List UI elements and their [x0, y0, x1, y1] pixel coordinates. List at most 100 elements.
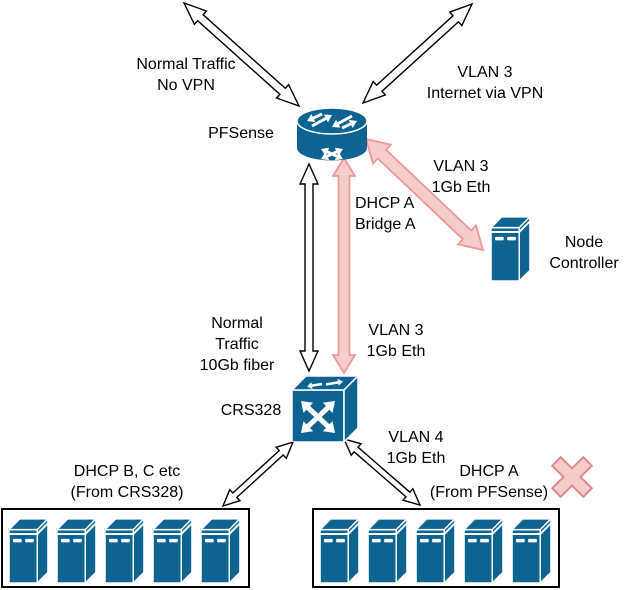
- router-arrow-glyph: [307, 112, 323, 123]
- server-front-face: [367, 528, 397, 584]
- server-side-face: [347, 517, 360, 584]
- edge-crs-servers-right: [342, 437, 422, 507]
- server-side-face: [180, 517, 193, 584]
- server-drive-slot: [384, 538, 393, 543]
- label-vlan3-switch: VLAN 3 1Gb Eth: [336, 320, 456, 362]
- server-icon: [415, 517, 456, 584]
- server-side-face: [395, 517, 408, 584]
- server-side-face: [84, 517, 97, 584]
- server-icon: [8, 517, 49, 584]
- label-line: CRS328: [220, 402, 282, 419]
- server-lid-line: [491, 220, 531, 233]
- server-side-face: [491, 517, 504, 584]
- edge-pfsense-crs-vlan3: [331, 156, 357, 375]
- server-drive-slot: [419, 538, 429, 543]
- label-line: Internet via VPN: [426, 85, 544, 102]
- server-front-face: [8, 528, 38, 584]
- server-drive-slot: [323, 538, 333, 543]
- switch-top-arrow-glyph: [307, 382, 323, 390]
- server-side-face: [132, 517, 145, 584]
- server-side-face: [443, 517, 456, 584]
- blocked-x-mark: [550, 455, 594, 499]
- edge-wan-no-vpn: [182, 1, 301, 108]
- label-normal-traffic-fiber: Normal Traffic 10Gb fiber: [157, 313, 317, 376]
- label-dhcp-bc: DHCP B, C etc (From CRS328): [17, 461, 237, 503]
- server-drive-slot: [25, 538, 34, 543]
- label-line: 10Gb fiber: [199, 357, 275, 374]
- server-side-face: [518, 215, 531, 283]
- router-x-arrow-glyph: [321, 147, 343, 161]
- server-lid-line: [512, 522, 552, 535]
- label-line: Normal Traffic: [136, 56, 236, 73]
- label-vlan3-node: VLAN 3 1Gb Eth: [401, 156, 521, 198]
- server-icon: [463, 517, 504, 584]
- server-icon: [367, 517, 408, 584]
- server-drive-slot: [480, 538, 489, 543]
- label-line: 1Gb Eth: [431, 179, 491, 196]
- server-drive-slot: [108, 538, 118, 543]
- label-dhcp-a-from-pfsense: DHCP A (From PFSense): [389, 461, 589, 503]
- label-line: DHCP B, C etc: [73, 463, 181, 480]
- server-drive-slot: [204, 538, 214, 543]
- server-lid-line: [105, 522, 145, 535]
- server-lid-line: [464, 522, 504, 535]
- router-arrow-glyph: [311, 114, 332, 128]
- label-line: Bridge A: [355, 216, 416, 233]
- label-line: VLAN 3: [433, 158, 489, 175]
- server-front-face: [200, 528, 230, 584]
- server-drive-slot: [528, 538, 537, 543]
- label-line: VLAN 3: [457, 64, 513, 81]
- label-vlan3-internet-vpn: VLAN 3 Internet via VPN: [365, 62, 605, 104]
- server-drive-slot: [371, 538, 381, 543]
- server-lid-line: [57, 522, 97, 535]
- server-front-face: [490, 226, 520, 282]
- label-line: 1Gb Eth: [386, 450, 446, 467]
- server-front-face: [104, 528, 134, 584]
- server-front-face: [415, 528, 445, 584]
- label-line: VLAN 4: [388, 429, 444, 446]
- server-drive-slot: [507, 236, 516, 241]
- server-front-face: [319, 528, 349, 584]
- server-icon: [56, 517, 97, 584]
- server-group-crs328: [1, 508, 250, 588]
- server-front-face: [511, 528, 541, 584]
- edge-wan-vpn: [361, 2, 474, 105]
- server-group-pfsense: [312, 508, 560, 588]
- server-lid-line: [201, 522, 241, 535]
- server-drive-slot: [121, 538, 130, 543]
- label-vlan4: VLAN 4 1Gb Eth: [356, 427, 476, 469]
- label-line: No VPN: [157, 77, 215, 94]
- label-line: DHCP A: [355, 195, 415, 212]
- server-icon: [104, 517, 145, 584]
- edge-pfsense-node: [364, 137, 485, 252]
- server-drive-slot: [515, 538, 525, 543]
- server-lid-line: [153, 522, 193, 535]
- server-drive-slot: [60, 538, 70, 543]
- edge-crs-servers-left: [221, 440, 295, 508]
- label-node-controller: Node Controller: [524, 232, 626, 274]
- server-front-face: [152, 528, 182, 584]
- server-drive-slot: [494, 236, 504, 241]
- server-drive-slot: [432, 538, 441, 543]
- server-side-face: [36, 517, 49, 584]
- label-line: Normal: [211, 315, 263, 332]
- label-line: (From CRS328): [70, 484, 184, 501]
- label-line: 1Gb Eth: [366, 343, 426, 360]
- label-line: DHCP A: [459, 463, 519, 480]
- label-crs328: CRS328: [191, 400, 311, 421]
- router-top-face: [296, 107, 368, 135]
- crs328-switch-icon: [292, 376, 358, 442]
- server-side-face: [539, 517, 552, 584]
- label-line: (From PFSense): [429, 484, 549, 501]
- router-arrow-glyph: [332, 114, 353, 128]
- label-dhcp-a-bridge-a: DHCP A Bridge A: [355, 193, 475, 235]
- node-controller-icon-holder: [488, 214, 533, 287]
- switch-x-arrow-glyph: [301, 401, 335, 433]
- server-drive-slot: [12, 538, 22, 543]
- edge-pfsense-crs-normal: [298, 162, 320, 373]
- server-lid-line: [320, 522, 360, 535]
- label-line: VLAN 3: [368, 322, 424, 339]
- pfsense-router-icon: [296, 107, 368, 161]
